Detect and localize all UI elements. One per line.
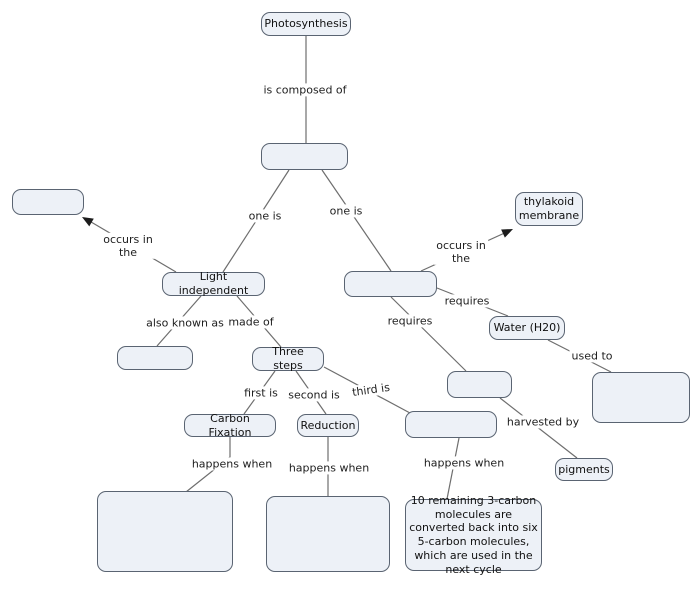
concept-node-used-to-target[interactable]: [592, 372, 690, 423]
link-label-happens-when-2[interactable]: happens when: [286, 461, 372, 475]
concept-node-carbon-fixation-detail[interactable]: [97, 491, 233, 572]
link-label-is-composed-of[interactable]: is composed of: [261, 83, 349, 97]
link-label-happens-when-1[interactable]: happens when: [189, 457, 275, 471]
link-label-requires-water[interactable]: requires: [442, 294, 492, 308]
concept-node-also-known-as-target[interactable]: [117, 346, 193, 370]
concept-node-three-steps[interactable]: Three steps: [252, 345, 324, 372]
link-label-one-is-left[interactable]: one is: [246, 209, 284, 223]
link-label-happens-when-3[interactable]: happens when: [421, 456, 507, 470]
connector-carbon-fixation-happens: [185, 437, 231, 493]
concept-node-water-h20[interactable]: Water (H20): [489, 316, 565, 340]
arrow-to-thylakoid-arrowhead-icon: [501, 229, 513, 238]
concept-node-light-independent[interactable]: Light independent: [162, 270, 265, 297]
concept-node-reduction-detail[interactable]: [266, 496, 390, 572]
link-label-occurs-in-left[interactable]: occurs in the: [101, 232, 155, 260]
link-label-first-is[interactable]: first is: [242, 386, 280, 400]
connector-composed-light-dependent: [321, 169, 392, 272]
concept-node-light-dependent[interactable]: [344, 271, 437, 297]
concept-node-pigments[interactable]: pigments: [555, 458, 613, 481]
concept-node-carbon-fixation[interactable]: Carbon Fixation: [184, 412, 276, 439]
link-label-second-is[interactable]: second is: [286, 388, 342, 402]
concept-node-third-is-target[interactable]: [405, 411, 497, 438]
link-label-harvested-by[interactable]: harvested by: [504, 415, 582, 429]
link-label-one-is-right[interactable]: one is: [327, 204, 365, 218]
link-label-made-of[interactable]: made of: [226, 315, 276, 329]
concept-node-regeneration-detail[interactable]: 10 remaining 3-carbon molecules are conv…: [405, 494, 542, 576]
arrow-to-left-box-arrowhead-icon: [82, 217, 94, 227]
connector-light-dependent-requires: [390, 296, 467, 372]
concept-node-requires-target[interactable]: [447, 371, 512, 398]
concept-node-composed-of-target[interactable]: [261, 143, 348, 170]
link-label-also-known-as[interactable]: also known as: [144, 316, 226, 330]
link-label-requires-down[interactable]: requires: [385, 314, 435, 328]
concept-node-reduction[interactable]: Reduction: [297, 414, 359, 437]
concept-node-occurs-in-left-target[interactable]: [12, 189, 84, 215]
concept-node-photosynthesis[interactable]: Photosynthesis: [261, 12, 351, 36]
link-label-occurs-in-right[interactable]: occurs in the: [434, 238, 488, 266]
link-label-used-to[interactable]: used to: [569, 349, 615, 363]
concept-node-thylakoid-membrane[interactable]: thylakoid membrane: [515, 192, 583, 226]
